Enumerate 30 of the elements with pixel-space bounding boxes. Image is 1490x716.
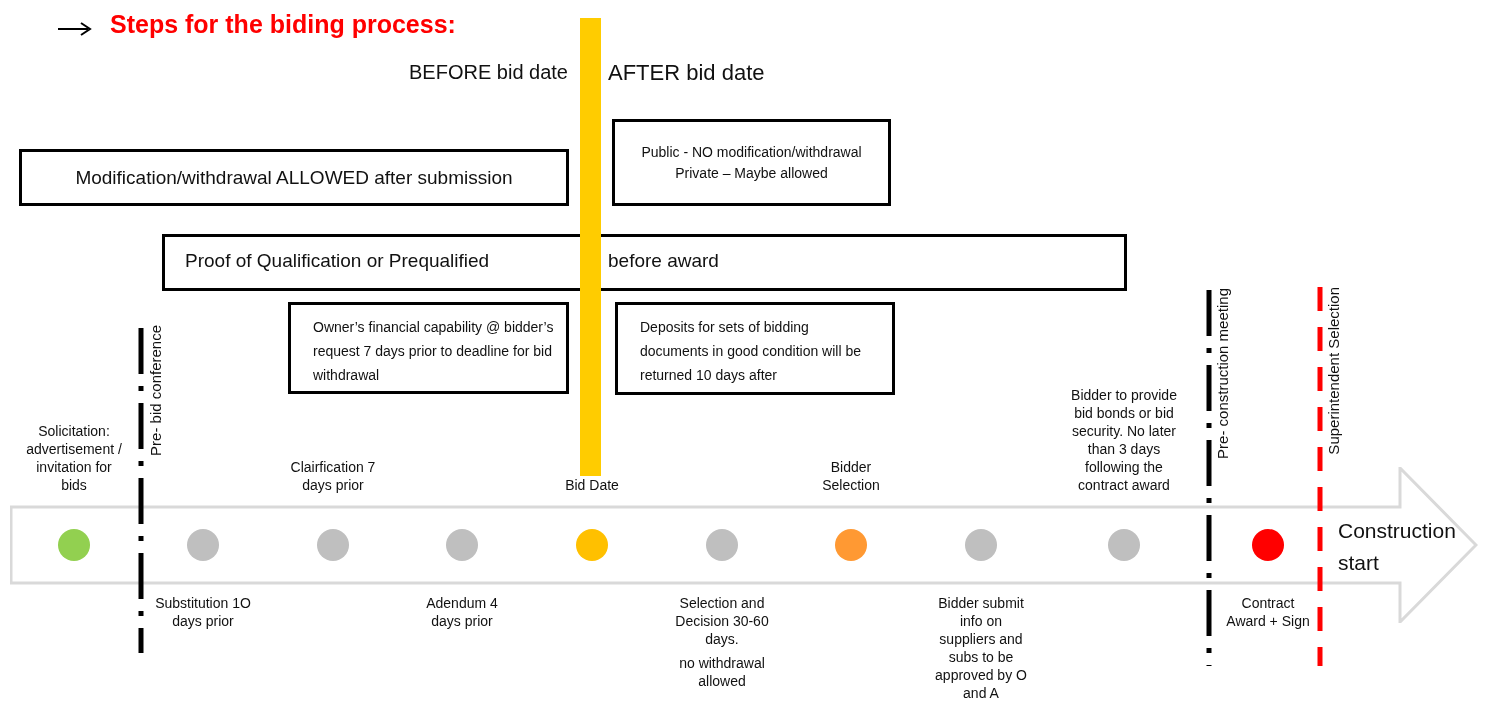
text-box: [19, 149, 569, 206]
text-box: [612, 119, 891, 206]
box-text: Owner’s financial capability @ bidder’s request 7 days prior to deadline for bid withdrawal: [313, 318, 554, 385]
step-label: Bidder to provide bid bonds or bid security. No later than 3 days following the contract award: [1070, 386, 1178, 494]
step-label: Selection and Decision 30-60 days.: [674, 594, 770, 648]
text-box: [615, 302, 895, 395]
milestone-label: Pre- bid conference: [147, 325, 164, 456]
text-box: [288, 302, 569, 394]
step-label: Solicitation: advertisement / invitation for bids: [25, 422, 123, 494]
box-text: Public - NO modification/withdrawal: [641, 142, 862, 162]
step-label: Substitution 1O days prior: [154, 594, 252, 630]
title: Steps for the biding process:: [110, 10, 456, 39]
box-text: Modification/withdrawal ALLOWED after submission: [75, 167, 513, 188]
text-box: [162, 234, 1127, 291]
milestone-label: Pre- construction meeting: [1214, 288, 1231, 459]
box-text: Proof of Qualification or Prequalified: [185, 250, 490, 272]
box-text: before award: [608, 250, 719, 272]
step-label: Bidder Selection: [821, 458, 881, 494]
step-label: Bidder submit info on suppliers and subs to be approved by O and A: [934, 594, 1028, 702]
step-label: Bid Date: [564, 476, 620, 494]
box-text: Private – Maybe allowed: [675, 163, 828, 183]
milestone-label: Superintendent Selection: [1325, 287, 1342, 455]
period-label: AFTER bid date: [608, 60, 765, 86]
box-text: Deposits for sets of bidding documents in good condition will be returned 10 days after: [640, 318, 863, 385]
step-label: Clairfication 7 days prior: [289, 458, 377, 494]
step-label: no withdrawal allowed: [678, 654, 766, 690]
step-label: Contract Award + Sign: [1225, 594, 1311, 630]
step-label: Adendum 4 days prior: [425, 594, 499, 630]
timeline-end-label: Construction start: [1338, 518, 1457, 576]
period-label: BEFORE bid date: [409, 61, 568, 84]
